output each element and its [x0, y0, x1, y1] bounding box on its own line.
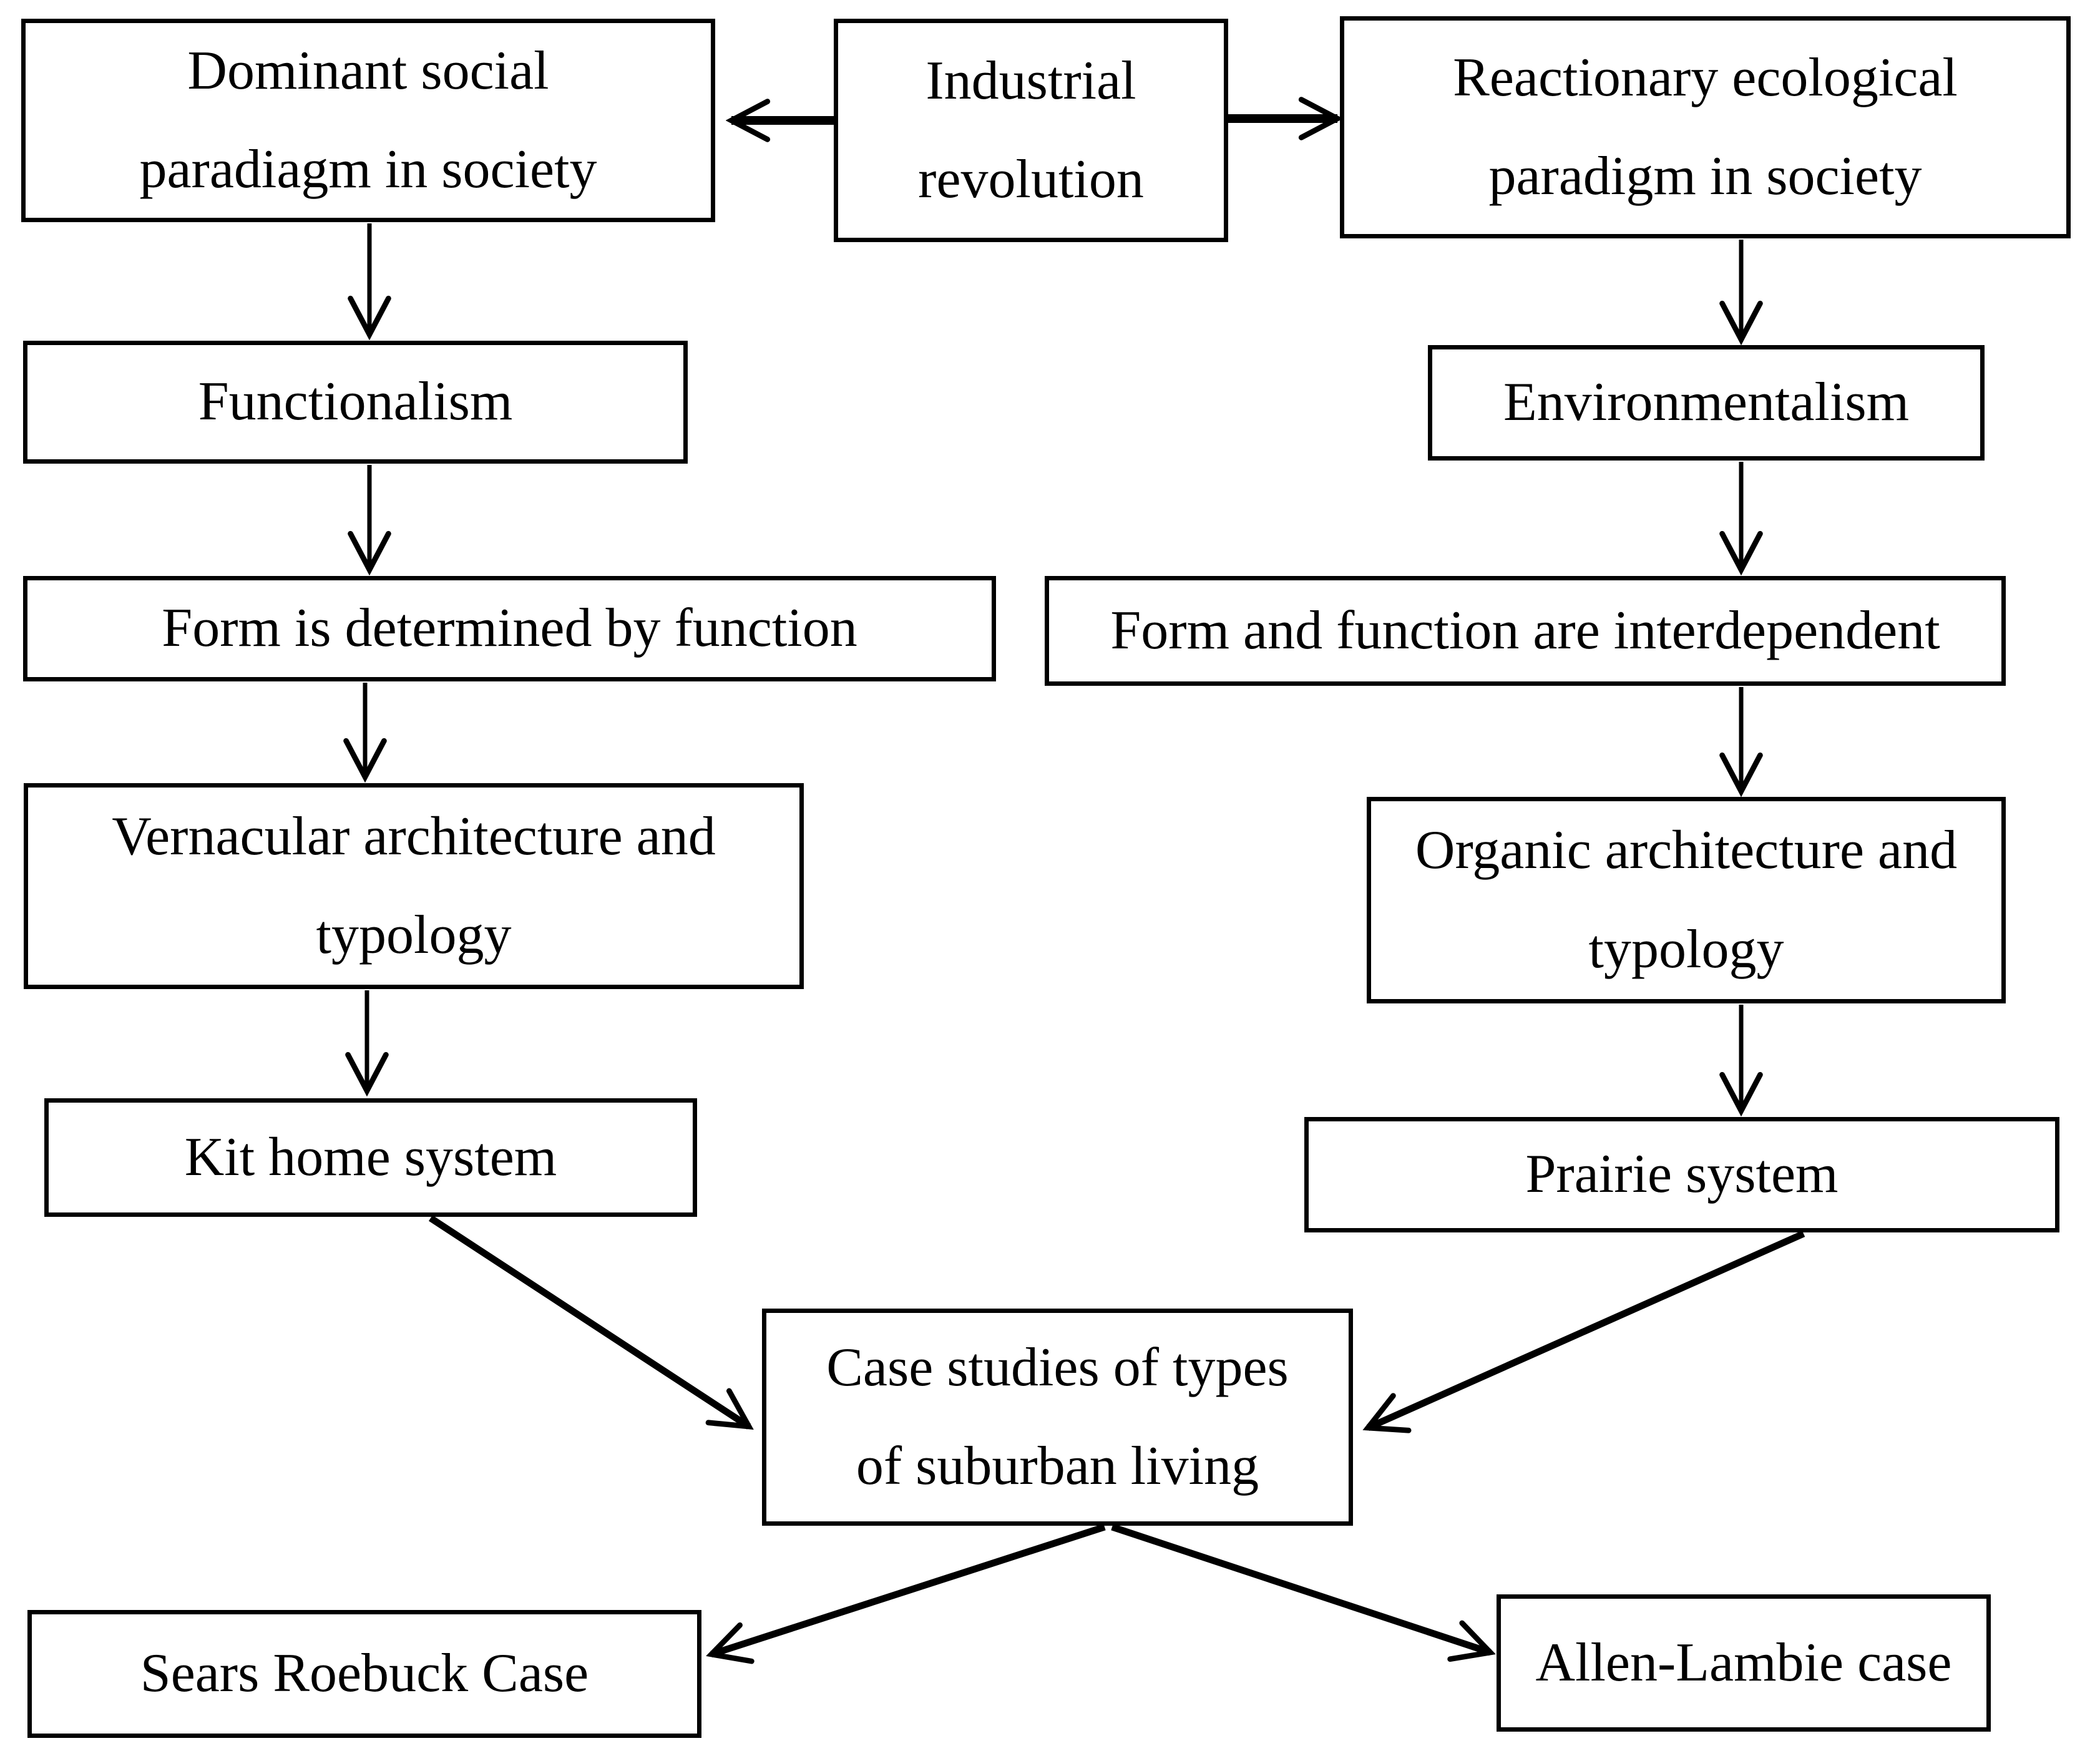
node-reactionary-ecological-paradigm: Reactionary ecological paradigm in socie…: [1340, 16, 2071, 238]
node-functionalism: Functionalism: [23, 341, 688, 464]
node-label-line: Allen-Lambie case: [1535, 1632, 1952, 1693]
node-label-line: paradiagm in society: [139, 139, 597, 200]
node-label-line: Form is determined by function: [162, 598, 857, 659]
node-sears-roebuck-case: Sears Roebuck Case: [27, 1610, 701, 1738]
node-label-line: typology: [316, 905, 512, 965]
node-label-line: Form and function are interdependent: [1110, 600, 1940, 661]
node-label-line: Kit home system: [184, 1126, 557, 1188]
node-form-and-function-interdependent: Form and function are interdependent: [1045, 576, 2006, 686]
node-organic-architecture-typology: Organic architecture and typology: [1367, 797, 2006, 1003]
node-dominant-social-paradigm: Dominant social paradiagm in society: [21, 19, 715, 222]
node-label-line: Case studies of types: [826, 1337, 1289, 1398]
node-label-line: paradigm in society: [1488, 146, 1922, 207]
node-label-line: Functionalism: [198, 371, 513, 432]
node-vernacular-architecture-typology: Vernacular architecture and typology: [24, 783, 804, 989]
node-label-line: Industrial: [925, 50, 1136, 111]
edge-case-studies-to-allen-lambie: [1111, 1523, 1490, 1652]
node-prairie-system: Prairie system: [1304, 1117, 2059, 1232]
edge-case-studies-to-sears: [711, 1523, 1106, 1654]
node-industrial-revolution: Industrial revolution: [834, 19, 1228, 242]
edge-kit-home-to-case-studies: [428, 1215, 749, 1427]
node-allen-lambie-case: Allen-Lambie case: [1497, 1594, 1991, 1732]
node-case-studies-suburban-living: Case studies of types of suburban living: [762, 1309, 1353, 1526]
edge-prairie-to-case-studies: [1368, 1230, 1805, 1428]
node-label-line: Prairie system: [1525, 1144, 1839, 1205]
node-label-line: revolution: [918, 149, 1144, 210]
node-label-line: Organic architecture and: [1415, 820, 1958, 881]
node-label-line: typology: [1588, 919, 1784, 980]
node-label-line: Sears Roebuck Case: [140, 1643, 589, 1704]
node-kit-home-system: Kit home system: [44, 1098, 697, 1217]
node-label-line: of suburban living: [856, 1436, 1259, 1496]
node-form-determined-by-function: Form is determined by function: [23, 576, 996, 681]
node-environmentalism: Environmentalism: [1428, 345, 1985, 461]
node-label-line: Reactionary ecological: [1453, 47, 1958, 108]
node-label-line: Dominant social: [187, 40, 549, 101]
node-label-line: Environmentalism: [1503, 372, 1910, 433]
node-label-line: Vernacular architecture and: [112, 806, 716, 867]
